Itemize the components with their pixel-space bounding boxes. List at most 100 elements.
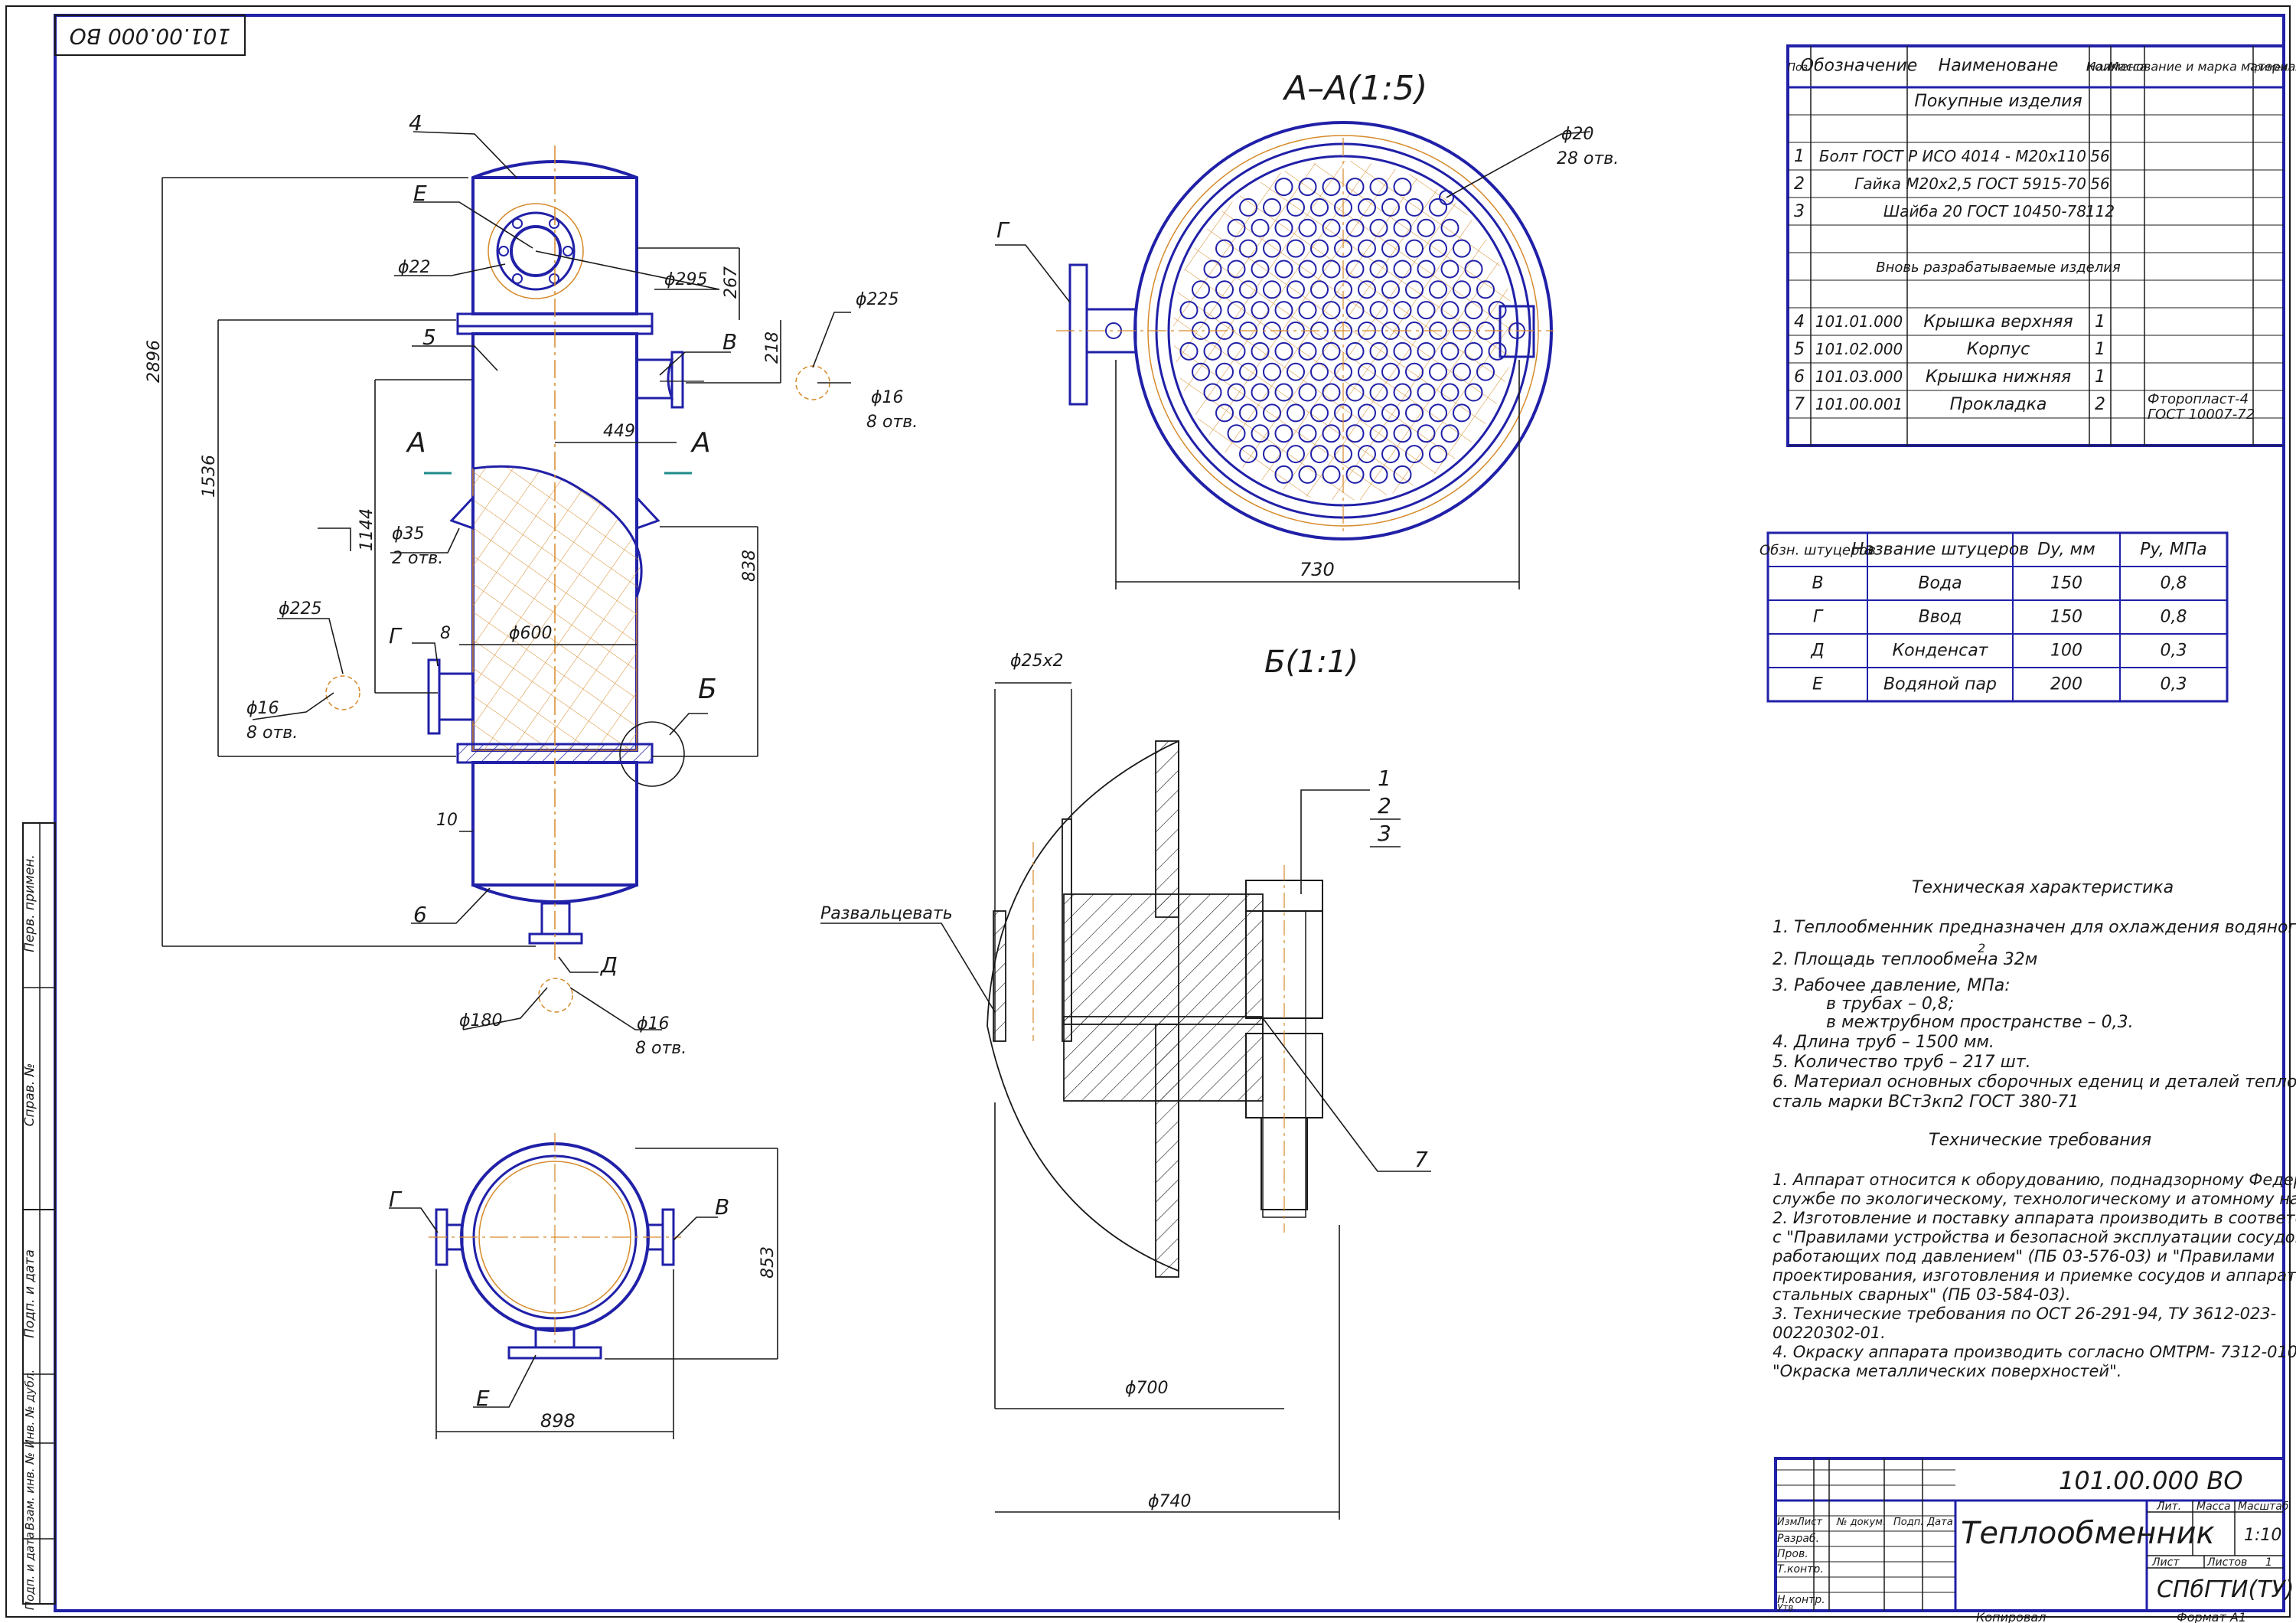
tube-147 [1440,424,1459,443]
plan-height: 853 [758,1246,778,1278]
tube-120 [1322,383,1341,402]
tech-char-line-8: сталь марки ВСт3кп2 ГОСТ 380-71 [1773,1092,2079,1112]
dim-d295: ϕ295 [664,270,708,289]
nozzle-header-0: Обзн. штуцеров [1760,543,1876,559]
tube-71 [1417,301,1436,320]
tech-char-line-2: 3. Рабочее давление, МПа: [1773,976,2011,995]
part-5: 5 [422,325,436,350]
aa-hole-dia: ϕ20 [1561,125,1594,144]
tube-55 [1358,280,1376,299]
tube-73 [1464,301,1483,320]
tube-5 [1393,178,1412,197]
detail-b-ref: Б [698,674,717,705]
tube-37 [1227,260,1246,279]
copied-label: Копировал [1976,1610,2046,1623]
spec-qty-7: 2 [2095,395,2105,414]
dim-d225-left: ϕ225 [279,599,322,619]
tube-46 [1440,260,1459,279]
tube-126 [1464,383,1483,402]
tube-13 [1405,198,1424,217]
spec-pos-1: 1 [1794,147,1805,166]
tube-121 [1345,383,1365,402]
tube-140 [1274,424,1293,443]
dim-449: 449 [603,422,635,441]
dim-holes-left: 8 отв. [246,723,298,743]
dim-218: 218 [763,331,782,364]
spec-name-1: Болт ГОСТ Р ИСО 4014 - М20х110 [1819,147,2086,165]
tech-req-title: Технические требования [1929,1131,2151,1150]
tube-20 [1345,218,1365,237]
tb-sheet: Лист [2151,1556,2180,1569]
nozzle-cell-1-2: 150 [2050,608,2082,627]
spec-header-2: Наименоване [1939,56,2059,75]
tube-1 [1298,178,1317,197]
tech-char-line-3: в трубах – 0,8; [1826,994,1954,1014]
tube-127 [1215,403,1234,423]
nozzle-cell-0-0: В [1812,574,1823,593]
spec-header-0: Поз. [1788,61,1812,73]
tb-col-1: Лист [1796,1517,1822,1528]
spec-material-std-7: ГОСТ 10007-72 [2148,407,2255,423]
nozzle-header-1: Название штуцеров [1851,540,2029,560]
nozzle-header-3: Py, МПа [2140,540,2207,560]
tb-title: Теплообменник [1961,1516,2215,1551]
nozzle-cell-2-1: Конденсат [1893,642,1989,661]
tube-117 [1251,383,1270,402]
code-stamp: 101.00.000 ВО [54,15,246,56]
detail-item-1: 1 [1378,766,1391,791]
tube-141 [1298,424,1317,443]
detail-tube: ϕ25x2 [1010,651,1064,671]
tube-102 [1192,362,1210,381]
tube-56 [1381,280,1400,299]
tb-sheets: Листов [2206,1556,2247,1569]
tube-158 [1298,465,1317,484]
spec-header-4: Масса [2108,59,2147,73]
tb-col-4: Дата [1926,1517,1953,1528]
detail-expand-note: Развальцевать [820,904,953,923]
detail-item-7: 7 [1414,1147,1428,1172]
tb-mass: Масса [2197,1501,2231,1513]
tube-39 [1274,260,1293,279]
dim-d16-left: ϕ16 [246,699,279,718]
tube-6 [1239,198,1257,217]
dim-8: 8 [440,624,451,643]
detail-item-2: 2 [1378,793,1391,818]
tube-104 [1239,362,1257,381]
tube-69 [1369,301,1388,320]
tube-23 [1417,218,1436,237]
tube-19 [1322,218,1341,237]
tube-25 [1215,239,1234,258]
spec-pos-6: 6 [1794,367,1805,387]
tech-char-line-0: 1. Теплообменник предназначен для охлажд… [1773,918,2296,937]
spec-pos-7: 7 [1794,395,1805,414]
side-label-5: Подп. и дата [23,1532,37,1610]
tech-req-line-0: 1. Аппарат относится к оборудованию, под… [1773,1171,2296,1189]
spec-name-4: Крышка верхняя [1923,312,2073,331]
spec-name-6: Крышка нижняя [1926,367,2071,387]
plan-nozzle-e: Е [476,1386,490,1411]
tube-26 [1239,239,1257,258]
tube-98 [1417,341,1436,361]
plan-width: 898 [540,1410,576,1432]
dim-267: 267 [722,266,741,299]
tube-38 [1251,260,1270,279]
tube-12 [1381,198,1400,217]
tube-50 [1239,280,1257,299]
tube-144 [1369,424,1388,443]
tube-154 [1381,445,1400,464]
tube-4 [1369,178,1388,197]
spec-material-7: Фторопласт-4 [2148,391,2249,407]
tb-scale: 1:10 [2244,1526,2281,1545]
dim-d225-top: ϕ225 [856,290,899,309]
nozzle-cell-1-3: 0,8 [2161,608,2187,627]
tube-100 [1464,341,1483,361]
tb-row-0: Разраб. [1777,1533,1819,1545]
tech-req-line-4: работающих под давлением" (ПБ 03-576-03)… [1772,1247,2275,1265]
nozzle-label-d: Д [599,952,618,978]
tube-27 [1263,239,1281,258]
section-a-right: А [690,427,711,459]
tube-42 [1345,260,1365,279]
tube-34 [1429,239,1447,258]
tube-22 [1393,218,1412,237]
tube-155 [1405,445,1424,464]
